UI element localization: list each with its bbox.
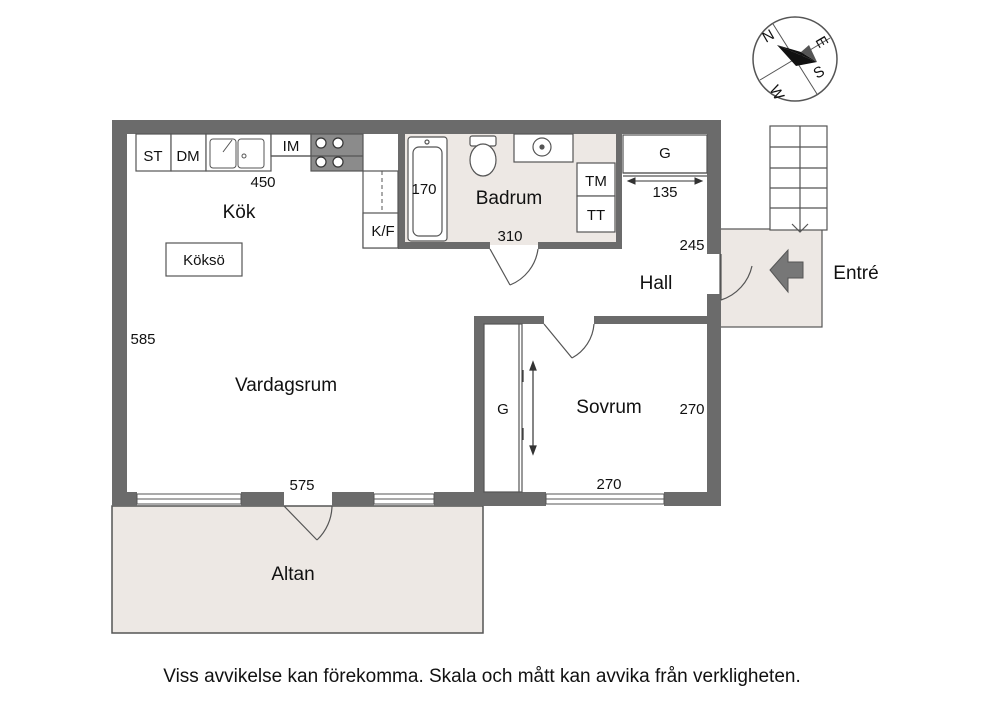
kitchen-counter: [135, 133, 399, 249]
stove-icon: [315, 137, 344, 168]
bedroom-closet: [483, 323, 523, 493]
altan-area: [111, 505, 484, 634]
sink-icon: [209, 138, 265, 169]
hall-closet-dim-arrow: [626, 177, 704, 185]
doors: [283, 248, 753, 541]
room-koksö: Köksö: [183, 252, 225, 269]
entre-landing: [719, 228, 823, 328]
hall-closet: [622, 134, 708, 177]
room-kok: Kök: [223, 202, 256, 223]
toilet-icon: [469, 135, 497, 177]
dim-bedroom-width: 270: [596, 476, 621, 493]
dim-hall-depth: 245: [679, 237, 704, 254]
bathtub-icon: [407, 136, 448, 242]
entrance-arrow-icon: [769, 248, 804, 294]
dim-living-depth: 585: [130, 331, 155, 348]
dim-hall-closet: 135: [652, 184, 677, 201]
label-g-hall: G: [659, 145, 671, 162]
label-im: IM: [283, 138, 300, 155]
washbasin-icon: [513, 133, 574, 163]
koksö-island: [165, 242, 243, 277]
label-tm: TM: [585, 173, 607, 190]
interior-walls: [398, 133, 721, 499]
label-st: ST: [143, 148, 162, 165]
dim-bedroom-depth: 270: [679, 401, 704, 418]
label-kf: K/F: [371, 223, 394, 240]
label-dm: DM: [176, 148, 199, 165]
room-altan: Altan: [271, 564, 314, 585]
dim-living-width: 575: [289, 477, 314, 494]
windows: [136, 493, 665, 505]
staircase: [769, 125, 828, 233]
dim-bath-tub: 170: [411, 181, 436, 198]
room-badrum: Badrum: [476, 188, 543, 209]
exterior-walls: [112, 120, 721, 506]
dim-kok-width: 450: [250, 174, 275, 191]
label-g-sovrum: G: [497, 401, 509, 418]
compass-icon: [752, 16, 838, 102]
disclaimer-text: Viss avvikelse kan förekomma. Skala och …: [163, 666, 801, 687]
dim-bath-width: 310: [497, 228, 522, 245]
room-sovrum: Sovrum: [576, 397, 641, 418]
room-vardagsrum: Vardagsrum: [235, 375, 337, 396]
bedroom-closet-marks: [522, 360, 537, 456]
room-entre: Entré: [833, 263, 878, 284]
room-hall: Hall: [640, 273, 673, 294]
label-tt: TT: [587, 207, 605, 224]
tm-tt-units: [576, 162, 616, 233]
